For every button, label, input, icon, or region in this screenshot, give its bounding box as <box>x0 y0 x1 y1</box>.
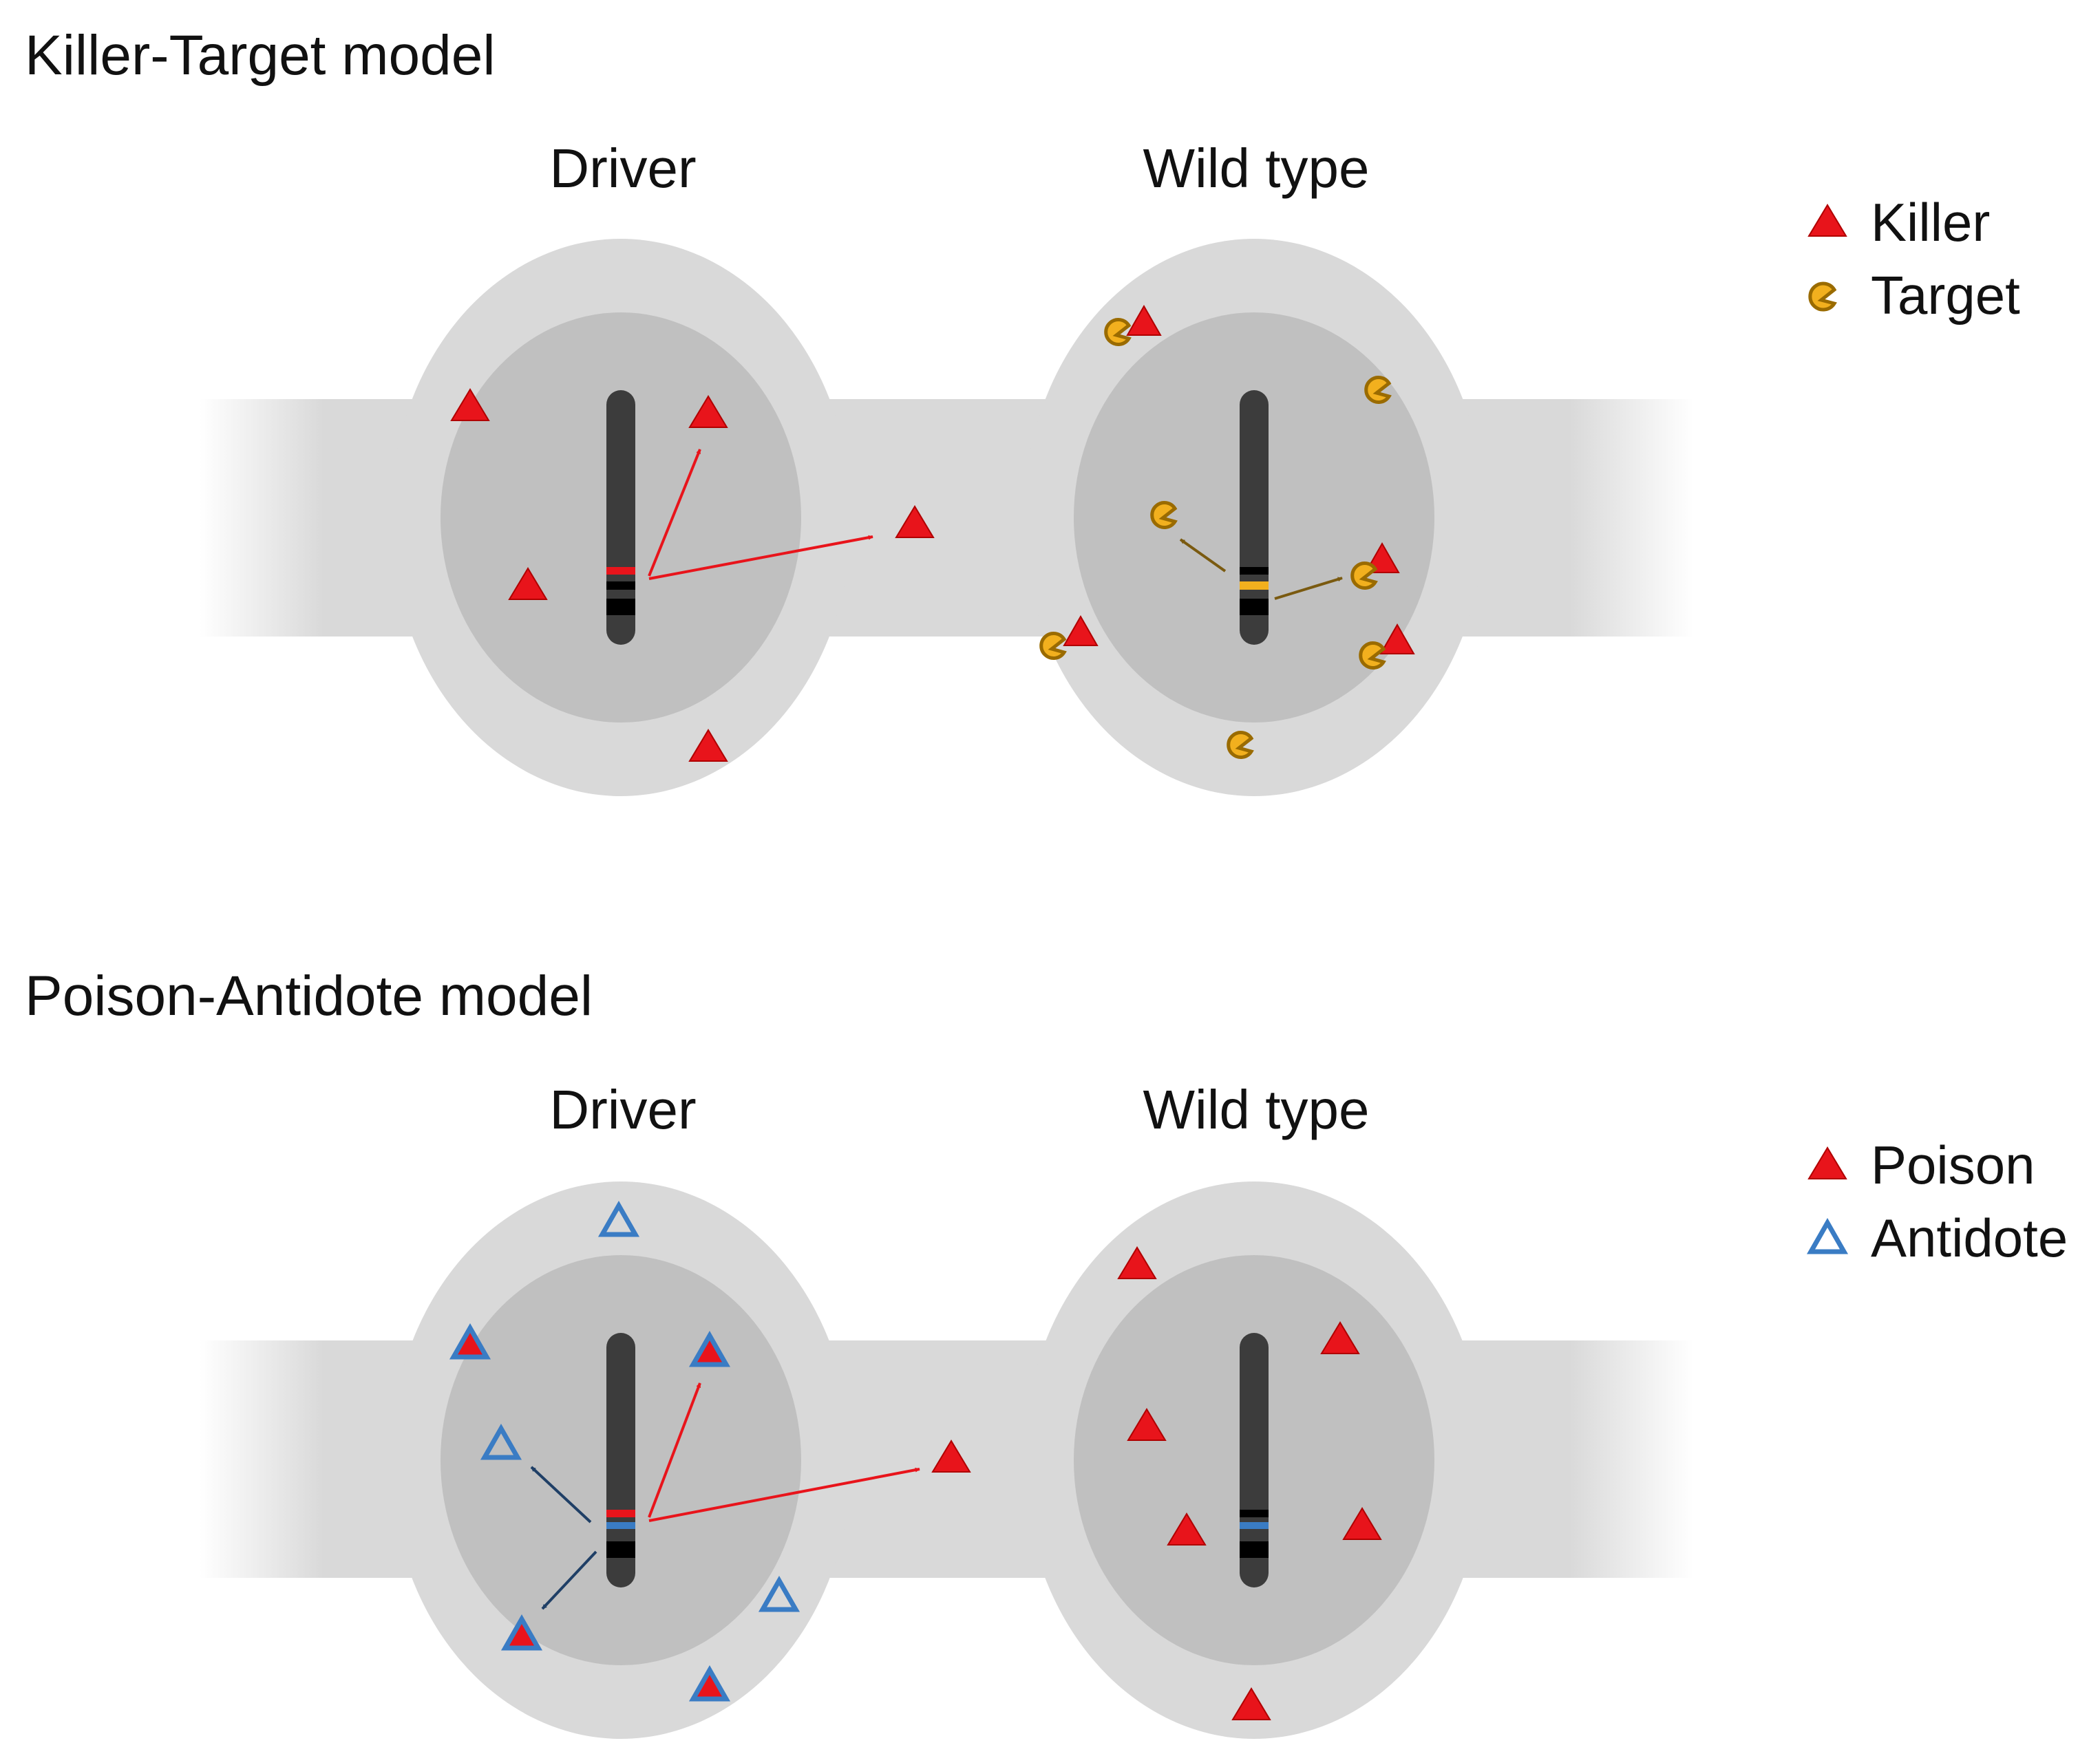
chromosome <box>1240 1333 1269 1587</box>
poison-icon <box>931 1440 971 1473</box>
chromosome <box>1240 390 1269 645</box>
poison-antidote-complex <box>449 1323 491 1360</box>
killer-target-complex <box>1104 304 1162 346</box>
killer-icon <box>688 729 728 762</box>
killer-icon <box>508 567 548 600</box>
antidote-icon <box>758 1575 800 1612</box>
chromosome <box>606 390 635 645</box>
poison-antidote-complex <box>688 1330 731 1367</box>
killer-icon <box>688 395 728 428</box>
poison-icon <box>1320 1321 1360 1354</box>
poison-legend-icon <box>1807 1146 1847 1179</box>
legend-label-killer: Killer <box>1871 192 1990 253</box>
target-icon <box>1364 376 1392 404</box>
killer-icon <box>895 505 935 538</box>
arrow <box>648 449 701 577</box>
arrow <box>530 1466 592 1523</box>
legend: Killer Target <box>1807 192 2020 325</box>
panel-title: Killer-Target model <box>25 24 496 87</box>
wild-type-cell <box>1024 1181 1485 1739</box>
arrow <box>541 1550 597 1610</box>
arrow <box>648 1382 701 1518</box>
driver-cell <box>390 239 873 796</box>
legend-label-target: Target <box>1871 265 2020 325</box>
wild-type-cell-label: Wild type <box>1143 1079 1370 1140</box>
killer-target-complex <box>1359 623 1415 670</box>
driver-cell-label: Driver <box>549 138 696 199</box>
arrow <box>1274 577 1343 600</box>
target-legend-icon <box>1808 281 1837 312</box>
killer-legend-icon <box>1807 204 1847 237</box>
poison-icon <box>1342 1507 1382 1540</box>
legend-label-poison: Poison <box>1871 1135 2035 1195</box>
poison-icon <box>1127 1408 1167 1441</box>
killer-target-complex <box>1350 542 1400 590</box>
poison-antidote-panel: Poison-Antidote model Driver Wild type <box>25 965 2068 1739</box>
arrow <box>648 1467 920 1522</box>
arrow <box>1179 538 1227 573</box>
killer-target-panel: Killer-Target model Driver Wild type <box>25 24 2020 796</box>
legend: Poison Antidote <box>1806 1135 2068 1268</box>
driver-cell <box>390 1181 920 1739</box>
wild-type-cell <box>1024 239 1485 796</box>
antidote-icon <box>480 1423 522 1460</box>
legend-label-antidote: Antidote <box>1871 1208 2068 1268</box>
arrow <box>648 535 873 580</box>
antidote-legend-icon <box>1806 1217 1849 1254</box>
target-icon <box>1227 731 1254 759</box>
wild-type-cell-label: Wild type <box>1143 138 1370 199</box>
poison-antidote-complex <box>500 1614 543 1651</box>
poison-icon <box>1117 1246 1157 1279</box>
target-icon <box>1150 501 1178 529</box>
antidote-icon <box>597 1200 640 1237</box>
killer-icon <box>450 388 490 421</box>
poison-antidote-complex <box>688 1665 731 1702</box>
panel-title: Poison-Antidote model <box>25 965 593 1027</box>
poison-icon <box>1231 1687 1271 1720</box>
chromosome <box>606 1333 635 1587</box>
poison-icon <box>1167 1512 1207 1546</box>
driver-cell-label: Driver <box>549 1079 696 1140</box>
killer-target-complex <box>1039 614 1099 660</box>
